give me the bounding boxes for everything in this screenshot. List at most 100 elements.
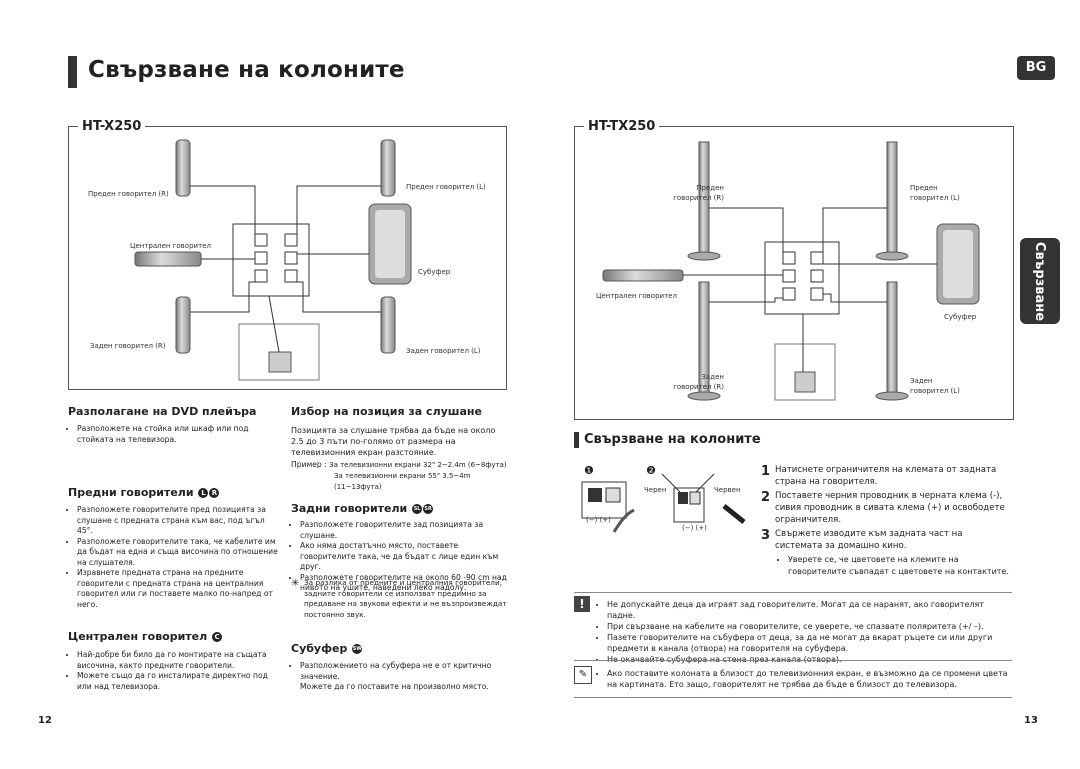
center-bullet: Най-добре би било да го монтирате на същ… xyxy=(77,650,283,671)
note-bullet: Ако поставите колоната в близост до теле… xyxy=(607,668,1012,690)
front-left-speaker xyxy=(175,139,191,197)
warning-icon: ! xyxy=(574,596,590,612)
front-bullet: Изравнете предната страна на предните го… xyxy=(77,568,283,610)
label-front-l: Преден говорител (L) xyxy=(406,183,486,191)
warning-bullet: Не допускайте деца да играят зад говорит… xyxy=(607,599,1012,621)
badge-sl: SL xyxy=(412,504,423,514)
listening-text: Позицията за слушане трябва да бъде на о… xyxy=(291,426,496,457)
subwoofer-list: Разположението на субуфера не е от крити… xyxy=(291,661,506,693)
front-left-tall-speaker xyxy=(687,141,721,261)
note-top-rule xyxy=(574,660,1012,661)
rear-right-tall-speaker xyxy=(875,281,909,401)
subwoofer-title: Субуфер SW xyxy=(291,642,363,655)
dvd-player-outline-2 xyxy=(774,343,836,401)
note-pencil-icon: ✎ xyxy=(574,666,592,684)
ht-tx250-diagram-box xyxy=(574,126,1014,420)
rear-speakers-list: Разположете говорителите зад позицията з… xyxy=(291,520,511,594)
rear-left-tall-speaker xyxy=(687,281,721,401)
subwoofer-unit xyxy=(368,203,412,285)
example-1: За телевизионни екрани 32" 2~2.4m (6~8фу… xyxy=(329,461,507,469)
page-number-left: 12 xyxy=(38,715,52,726)
dvd-section-title: Разполагане на DVD плейъра xyxy=(68,405,257,418)
step-3-sub: Уверете се, че цветовете на клемите на г… xyxy=(788,554,1011,577)
badge-sw: SW xyxy=(352,644,363,654)
rear-bullet: Ако няма достатъчно място, поставете гов… xyxy=(300,541,511,573)
center-bullet: Можете също да го инсталирате директно п… xyxy=(77,671,283,692)
center-speaker-list: Най-добре би било да го монтирате на същ… xyxy=(68,650,283,692)
example-label: Пример : xyxy=(291,460,327,469)
speaker-cables-2 xyxy=(683,207,937,372)
speaker-cables xyxy=(190,185,381,353)
fig-polarity-1: (−) (+) xyxy=(586,516,611,524)
ht-x250-diagram-box xyxy=(68,126,507,390)
note-list: Ако поставите колоната в близост до теле… xyxy=(598,668,1012,690)
front-speakers-title-text: Предни говорители xyxy=(68,486,194,499)
rear-speakers-title-text: Задни говорители xyxy=(291,502,408,515)
rear-left-speaker xyxy=(175,296,191,354)
side-tab: Свързване xyxy=(1020,238,1060,324)
listening-example: Пример : За телевизионни екрани 32" 2~2.… xyxy=(291,459,511,493)
dvd-bullet: Разположете на стойка или шкаф или под с… xyxy=(77,424,280,445)
front-right-speaker xyxy=(380,139,396,197)
rear-note: ✳ За разлика от предните и централния го… xyxy=(291,578,507,620)
center-bar-speaker xyxy=(602,269,684,282)
subwoofer-title-text: Субуфер xyxy=(291,642,348,655)
language-badge: BG xyxy=(1017,56,1055,80)
label2-center: Централен говорител xyxy=(596,292,677,300)
center-speaker-title-text: Централен говорител xyxy=(68,630,208,643)
page-title: Свързване на колоните xyxy=(88,57,405,83)
front-right-tall-speaker xyxy=(875,141,909,261)
fig-number-1: ❶ xyxy=(584,464,594,477)
warning-top-rule xyxy=(574,592,1012,593)
rear-note-mark: ✳ xyxy=(291,578,300,589)
center-speaker xyxy=(134,251,202,267)
connect-title-mark xyxy=(574,432,579,448)
label-front-r: Преден говорител (R) xyxy=(88,190,169,198)
label2-subwoofer: Субуфер xyxy=(944,313,977,321)
rear-panel xyxy=(232,223,310,297)
warning-bullet: При свързване на кабелите на говорителит… xyxy=(607,621,1012,632)
label-center: Централен говорител xyxy=(130,242,211,250)
front-bullet: Разположете говорителите така, че кабели… xyxy=(77,537,283,569)
title-bar-mark xyxy=(68,56,77,88)
rear-right-speaker xyxy=(380,296,396,354)
badge-c: C xyxy=(212,632,223,642)
sub-extra: Можете да го поставите на произволно мяс… xyxy=(300,682,489,691)
page-number-right: 13 xyxy=(1024,715,1038,726)
center-speaker-title: Централен говорител C xyxy=(68,630,223,643)
fig-number-2: ❷ xyxy=(646,464,656,477)
side-tab-label: Свързване xyxy=(1032,241,1048,321)
ht-x250-diagram xyxy=(134,139,412,381)
warning-list: Не допускайте деца да играят зад говорит… xyxy=(598,599,1012,665)
front-bullet: Разположете говорителите пред позицията … xyxy=(77,505,283,537)
ht-tx250-model-label: HT-TX250 xyxy=(584,119,660,134)
badge-r: R xyxy=(209,488,220,498)
fig-polarity-2: (−) (+) xyxy=(682,524,707,532)
example-2: За телевизионни екрани 55" 3.5~4m (11~13… xyxy=(334,472,471,491)
rear-note-text: За разлика от предните и централния гово… xyxy=(304,578,507,619)
ht-tx250-diagram xyxy=(602,141,980,401)
rear-panel-2 xyxy=(764,241,840,315)
fig-black-label: Черен xyxy=(644,486,667,494)
badge-l: L xyxy=(198,488,209,498)
ht-x250-model-label: HT-X250 xyxy=(78,119,146,134)
subwoofer-unit-2 xyxy=(936,223,980,305)
dvd-section-list: Разположете на стойка или шкаф или под с… xyxy=(68,424,280,445)
badge-sr: SR xyxy=(423,504,434,514)
warning-bullet: Пазете говорителите на събуфера от деца,… xyxy=(607,632,1012,654)
rear-bullet: Разположете говорителите на около 60 -90… xyxy=(300,573,511,594)
label-subwoofer: Субуфер xyxy=(418,268,451,276)
listening-section-title: Избор на позиция за слушане xyxy=(291,405,482,418)
front-speakers-list: Разположете говорителите пред позицията … xyxy=(68,505,283,610)
terminal-figure xyxy=(581,473,746,533)
